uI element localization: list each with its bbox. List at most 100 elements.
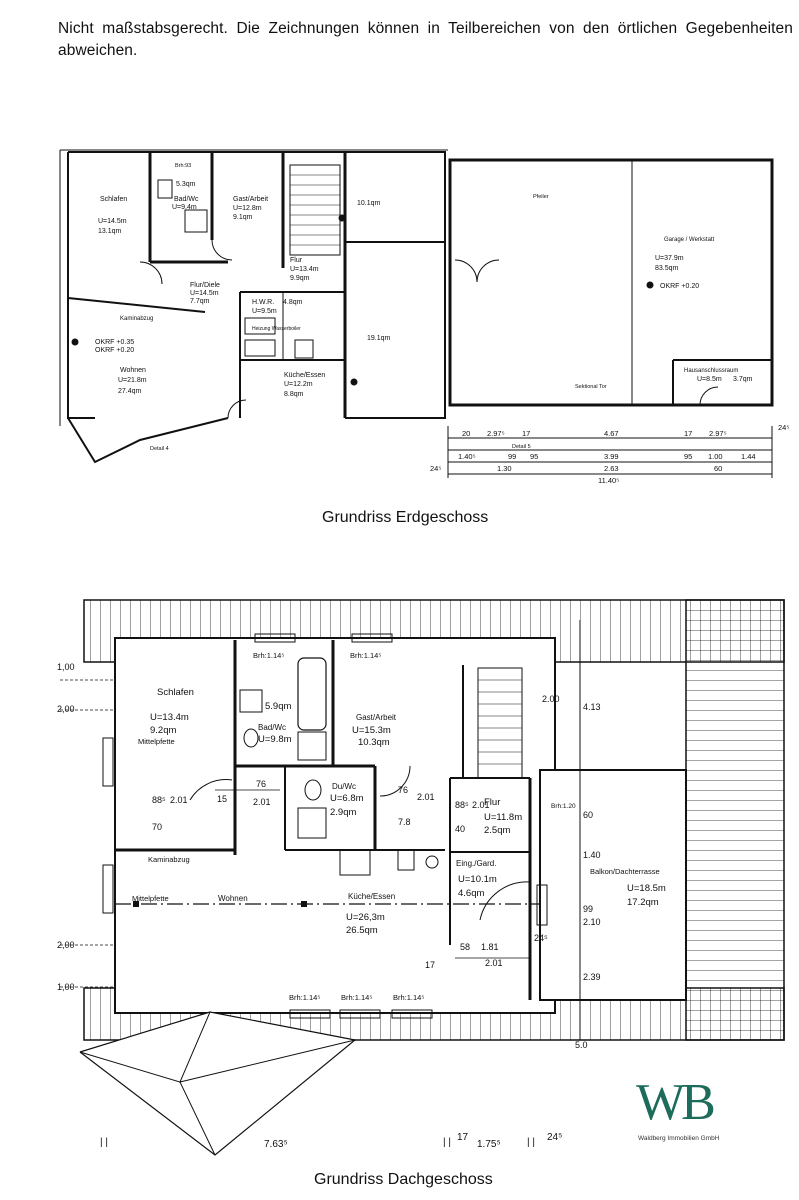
room-area: 4.8qm bbox=[283, 299, 303, 306]
dim-label: 2.97⁵ bbox=[487, 429, 505, 438]
room-u: U=13.4m bbox=[290, 266, 319, 273]
plan-label: Brh:1.14⁵ bbox=[341, 993, 372, 1002]
dim-label: 17 bbox=[522, 429, 530, 438]
dim-label: 1.00 bbox=[708, 452, 723, 461]
dim-label: 76 bbox=[398, 785, 408, 795]
plan-label: Brh:1.20 bbox=[551, 803, 576, 810]
disclaimer-note: Nicht maßstabsgerecht. Die Zeichnungen k… bbox=[58, 20, 793, 59]
plan-label: OKRF +0.35 bbox=[95, 339, 134, 346]
dim-label: 2.01 bbox=[170, 795, 188, 805]
room-u: U=37.9m bbox=[655, 255, 684, 262]
dim-label: 70 bbox=[152, 822, 162, 832]
room-area: 9.9qm bbox=[290, 275, 310, 282]
plan-label: Detail 4 bbox=[150, 446, 169, 452]
plan-label: Mittelpfette bbox=[132, 894, 169, 903]
room-name: Du/Wc bbox=[332, 782, 356, 791]
room-u: U=6.8m bbox=[330, 793, 364, 804]
room-name: Hausanschlussraum bbox=[684, 368, 738, 374]
dim-label: 2,00 bbox=[57, 704, 75, 714]
dim-label: 5.0 bbox=[575, 1040, 588, 1050]
room-name: Bad/Wc bbox=[174, 196, 199, 203]
company-logo: WB Waldberg Immobilien GmbH bbox=[628, 1074, 748, 1145]
dim-label: 88⁵ bbox=[455, 800, 469, 810]
roof-hatch-right bbox=[685, 599, 785, 1041]
room-u: U=9.8m bbox=[258, 734, 292, 745]
logo-mark: WB bbox=[636, 1074, 716, 1131]
room-area: 13.1qm bbox=[98, 228, 122, 235]
plan-label: 10.1qm bbox=[357, 200, 381, 207]
plan-label: Brh:1.14⁵ bbox=[393, 993, 424, 1002]
dim-tick: | | bbox=[100, 1137, 108, 1148]
room-name: Küche/Essen bbox=[348, 892, 395, 901]
room-u: U=21.8m bbox=[118, 377, 147, 384]
plan-label: Brh:1.14⁵ bbox=[350, 651, 381, 660]
room-u: U=10.1m bbox=[458, 874, 497, 885]
plan-label: Heizung Wasserboiler bbox=[252, 326, 301, 332]
dim-label: 1.30 bbox=[497, 464, 512, 473]
dim-label: 2.01 bbox=[253, 797, 271, 807]
dim-label: 4.67 bbox=[604, 429, 619, 438]
dim-label: 24⁵ bbox=[778, 423, 789, 432]
dim-label: 1.44 bbox=[741, 452, 756, 461]
ridge-markers bbox=[133, 901, 307, 907]
room-area: 10.3qm bbox=[358, 737, 390, 748]
dim-label: 24⁵ bbox=[547, 1132, 562, 1143]
dim-label: 40 bbox=[455, 824, 465, 834]
room-name: Wohnen bbox=[120, 367, 146, 374]
room-name: Schlafen bbox=[100, 196, 127, 203]
dim-label: 2.01 bbox=[472, 800, 490, 810]
okrf-markers bbox=[71, 214, 654, 386]
plan-label: Brh:93 bbox=[175, 163, 191, 169]
room-area: 8.8qm bbox=[284, 391, 304, 398]
dim-label: 60 bbox=[583, 810, 593, 820]
dim-label: 1.81 bbox=[481, 942, 499, 952]
dim-label: 2.10 bbox=[583, 917, 601, 927]
dim-label: 1.40 bbox=[583, 850, 601, 860]
room-u: U=13.4m bbox=[150, 712, 189, 723]
dim-label: 95 bbox=[530, 452, 538, 461]
dim-label: 24⁵ bbox=[534, 933, 548, 943]
dim-label: 4.13 bbox=[583, 702, 601, 712]
room-name: Flur bbox=[484, 797, 500, 808]
room-area: 5.9qm bbox=[265, 701, 291, 712]
dim-label: 7.8 bbox=[398, 817, 411, 827]
plan-label: Detail 5 bbox=[512, 444, 531, 450]
plan-label: Brh:1.14⁵ bbox=[289, 993, 320, 1002]
dim-label: 76 bbox=[256, 779, 266, 789]
dim-label: 1.40⁵ bbox=[458, 452, 476, 461]
caption-ground-floor: Grundriss Erdgeschoss bbox=[322, 509, 489, 526]
room-u: U=11.8m bbox=[484, 812, 522, 823]
room-name: Gast/Arbeit bbox=[356, 713, 397, 722]
room-u: U=18.5m bbox=[627, 883, 666, 894]
dim-label: 17 bbox=[425, 960, 435, 970]
plan-label: Kaminabzug bbox=[148, 855, 190, 864]
logo-company-name: Waldberg Immobilien GmbH bbox=[638, 1135, 720, 1142]
dim-label: 7.63⁵ bbox=[264, 1139, 288, 1150]
room-area: 26.5qm bbox=[346, 925, 378, 936]
dim-label: 1,00 bbox=[57, 662, 75, 672]
dim-label: 2.01 bbox=[485, 958, 503, 968]
room-area: 9.1qm bbox=[233, 214, 253, 221]
plan-label: OKRF +0.20 bbox=[95, 347, 134, 354]
room-area: 5.3qm bbox=[176, 181, 196, 188]
room-u: U=12.8m bbox=[233, 205, 262, 212]
plan-label: Mittelpfette bbox=[138, 737, 175, 746]
room-area: 4.6qm bbox=[458, 888, 484, 899]
room-name: Eing./Gard. bbox=[456, 859, 496, 868]
room-u: U=26,3m bbox=[346, 912, 385, 923]
plan-label: OKRF +0.20 bbox=[660, 283, 699, 290]
dim-label: 2.39 bbox=[583, 972, 601, 982]
room-name: Garage / Werkstatt bbox=[664, 237, 715, 243]
dim-label: 2.97⁵ bbox=[709, 429, 727, 438]
room-area: 9.2qm bbox=[150, 725, 176, 736]
room-name: Flur bbox=[290, 257, 303, 264]
room-name: H.W.R. bbox=[252, 299, 274, 306]
room-area: 83.5qm bbox=[655, 265, 679, 272]
room-area: 27.4qm bbox=[118, 388, 142, 395]
plan-label: Pfeiler bbox=[533, 194, 549, 200]
room-name: Flur/Diele bbox=[190, 282, 220, 289]
room-u: U=14.5m bbox=[190, 290, 219, 297]
plan-label: Brh:1.14⁵ bbox=[253, 651, 284, 660]
dim-label: 99 bbox=[583, 904, 593, 914]
